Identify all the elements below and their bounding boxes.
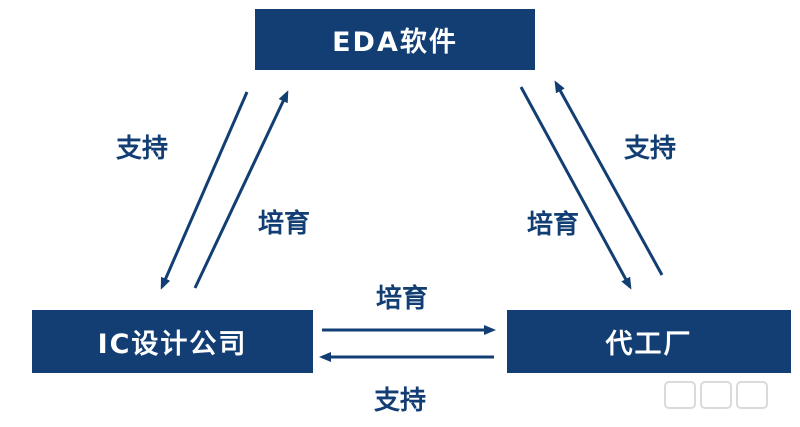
arrow-fab-to-eda [554, 80, 664, 276]
arrow-ic-to-eda [193, 90, 289, 289]
left-support-label: 支持 [116, 134, 169, 164]
watermark-logo-icon [658, 375, 778, 415]
arrow-eda-to-fab [519, 86, 632, 290]
ic-design-company-box: IC设计公司 [32, 310, 313, 373]
foundry-label: 代工厂 [605, 329, 693, 360]
watermark-logo-shape-icon [664, 381, 768, 409]
eda-software-box: EDA软件 [255, 9, 535, 70]
right-support-label: 支持 [624, 134, 677, 164]
eda-software-label: EDA软件 [332, 27, 458, 58]
arrow-eda-to-ic [160, 91, 249, 290]
left-cultivate-label: 培育 [258, 209, 311, 239]
foundry-box: 代工厂 [507, 310, 791, 373]
ic-design-company-label: IC设计公司 [97, 329, 248, 360]
right-cultivate-label: 培育 [527, 210, 580, 240]
bottom-support-label: 支持 [374, 386, 427, 416]
bottom-cultivate-label: 培育 [376, 284, 429, 314]
